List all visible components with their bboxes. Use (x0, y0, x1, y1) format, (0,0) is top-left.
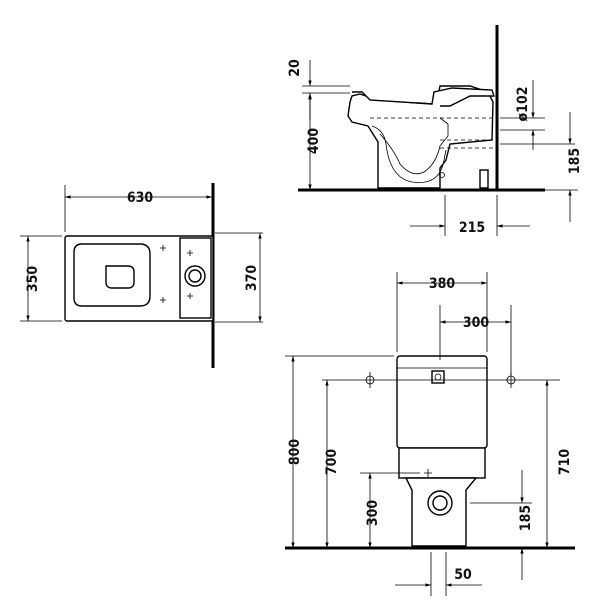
side-view-seat (352, 87, 495, 107)
front-cistern-height-label: 710 (557, 449, 573, 476)
top-width-label: 630 (127, 190, 154, 206)
top-view: 630 350 370 (20, 183, 263, 368)
top-depth-left-label: 350 (25, 266, 41, 293)
front-base-label: 50 (454, 567, 472, 583)
front-view-outlet-inner (432, 495, 448, 511)
top-view-outlet-inner (188, 269, 202, 283)
front-view-flush-button (431, 370, 445, 384)
side-outlet-offset-label: 215 (459, 220, 485, 236)
front-total-height-label: 800 (287, 439, 303, 466)
side-pipe-label: ø102 (515, 87, 531, 122)
side-gap-label: 20 (287, 59, 303, 77)
side-view: 20 400 ø102 185 215 (287, 25, 583, 236)
front-inlet-height-label: 300 (365, 500, 381, 527)
side-view-trap (371, 117, 449, 183)
side-outlet-height-label: 185 (567, 148, 583, 174)
side-view-outlet (479, 169, 489, 189)
front-bolt-spacing-label: 300 (463, 315, 490, 331)
front-view-seat (398, 447, 486, 479)
front-fixing-height-label: 700 (324, 449, 340, 476)
top-view-seat-opening (105, 265, 135, 289)
top-depth-right-label: 370 (244, 265, 260, 292)
front-outlet-height-label: 185 (518, 505, 534, 531)
front-tank-width-label: 380 (429, 276, 456, 292)
side-view-bowl (347, 85, 494, 189)
front-view: 380 300 800 700 300 710 185 50 (285, 272, 575, 596)
side-seat-height-label: 400 (306, 128, 322, 155)
front-view-tank (396, 355, 488, 449)
